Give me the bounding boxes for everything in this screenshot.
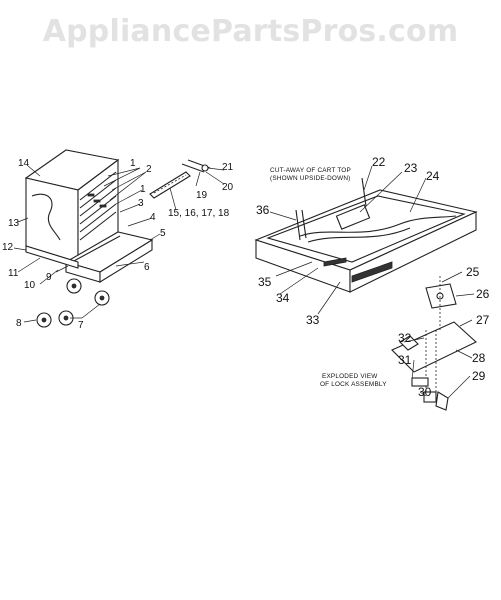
callout-32: 32 <box>398 331 412 345</box>
callout-12: 12 <box>2 242 14 253</box>
callout-31: 31 <box>398 353 412 367</box>
callout-36: 36 <box>256 203 270 217</box>
cutaway-note-line2: (SHOWN UPSIDE-DOWN) <box>270 175 350 182</box>
tool-cart <box>13 149 225 328</box>
callout-20: 20 <box>222 182 234 193</box>
callout-34: 34 <box>276 291 290 305</box>
callout-13: 13 <box>8 218 20 229</box>
callout-28: 28 <box>472 351 486 365</box>
callout-4: 4 <box>150 212 156 223</box>
callout-7: 7 <box>78 320 84 331</box>
cart-top <box>254 165 478 315</box>
callout-25: 25 <box>466 265 480 279</box>
callout-24: 24 <box>426 169 440 183</box>
callout-14: 14 <box>18 158 30 169</box>
cutaway-note-line1: CUT-AWAY OF CART TOP <box>270 167 351 174</box>
lock-assembly <box>391 271 477 411</box>
lock-note-line2: OF LOCK ASSEMBLY <box>320 381 387 388</box>
callout-5: 5 <box>160 228 166 239</box>
callout-1a: 1 <box>130 158 136 169</box>
callout-29: 29 <box>472 369 486 383</box>
callout-8: 8 <box>16 318 22 329</box>
callout-23: 23 <box>404 161 418 175</box>
casters <box>36 278 110 328</box>
callout-6: 6 <box>144 262 150 273</box>
callout-10: 10 <box>24 280 36 291</box>
callout-3: 3 <box>138 198 144 209</box>
drawer-slide <box>149 159 211 199</box>
callout-15-18: 15, 16, 17, 18 <box>168 208 230 219</box>
callout-27: 27 <box>476 313 490 327</box>
callout-30: 30 <box>418 385 432 399</box>
callout-26: 26 <box>476 287 490 301</box>
callout-2: 2 <box>146 164 152 175</box>
callout-19: 19 <box>196 190 208 201</box>
lock-note-line1: EXPLODED VIEW <box>322 373 378 380</box>
watermark-logo: AppliancePartsPros.com <box>42 14 459 49</box>
callout-21: 21 <box>222 162 234 173</box>
callout-33: 33 <box>306 313 320 327</box>
callout-22: 22 <box>372 155 386 169</box>
callout-35: 35 <box>258 275 272 289</box>
callout-9: 9 <box>46 272 52 283</box>
callout-1b: 1 <box>140 184 146 195</box>
callout-11: 11 <box>8 268 19 279</box>
